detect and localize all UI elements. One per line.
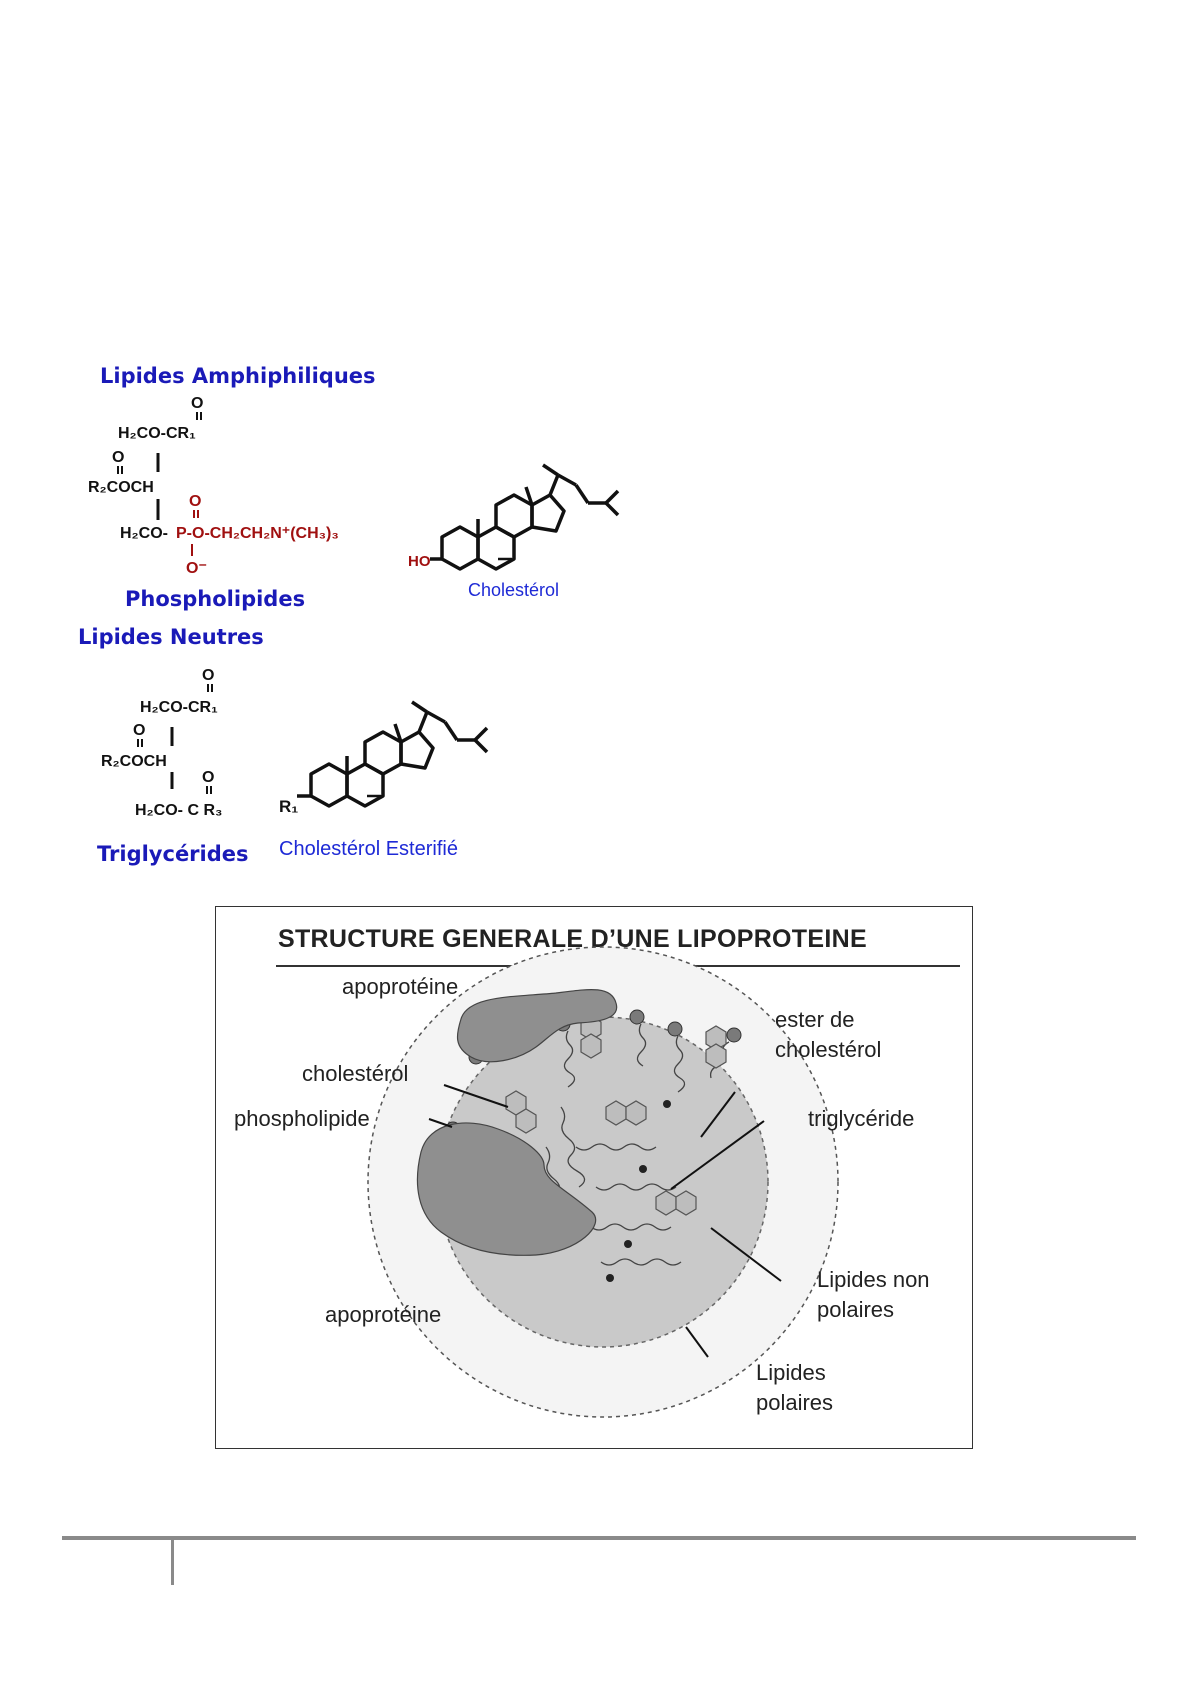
lipoprotein-diagram <box>367 946 839 1418</box>
formula-text: O <box>191 395 203 412</box>
formula-text: O <box>202 769 214 786</box>
formula-text: O <box>202 667 214 684</box>
label-cholesterol: cholestérol <box>302 1061 409 1086</box>
label-triglyceride: triglycéride <box>808 1106 915 1131</box>
formula-text: O⁻ <box>186 560 207 577</box>
label-lipides-non-polaires: Lipides non polaires <box>817 1267 930 1322</box>
formula-text: R₂COCH <box>88 479 154 496</box>
formula-text: H₂CO- C R₃ <box>135 802 222 819</box>
footer-page-tick <box>171 1538 174 1585</box>
figure-title: STRUCTURE GENERALE D’UNE LIPOPROTEINE <box>278 925 867 953</box>
caption-cholesterol-esterifie: Cholestérol Esterifié <box>279 838 458 860</box>
formula-text: H₂CO- <box>120 525 168 542</box>
formula-text: H₂CO-CR₁ <box>140 699 218 716</box>
formula-text: O <box>189 493 201 510</box>
heading-lipides-neutres: Lipides Neutres <box>78 625 264 649</box>
formula-text: HO <box>408 553 431 570</box>
triglyceride-formula: O H₂CO-CR₁ O R₂COCH O H₂CO- C R₃ <box>101 667 222 819</box>
heading-lipides-amphiphiliques: Lipides Amphiphiliques <box>100 364 376 388</box>
footer-divider <box>62 1536 1136 1540</box>
formula-text: O <box>112 449 124 466</box>
cholesterol-structure: HO <box>408 463 620 571</box>
formula-text: P-O-CH₂CH₂N⁺(CH₃)₃ <box>176 525 339 542</box>
formula-text: H₂CO-CR₁ <box>118 425 196 442</box>
formula-text: R₂COCH <box>101 753 167 770</box>
label-apoproteine-top: apoprotéine <box>342 974 459 999</box>
cholesterol-ester-structure: R₁ <box>279 700 489 816</box>
label-lipides-polaires: Lipides polaires <box>756 1360 834 1415</box>
formula-text: O <box>133 722 145 739</box>
caption-cholesterol: Cholestérol <box>468 580 560 600</box>
phospholipid-formula: O H₂CO-CR₁ O R₂COCH O H₂CO- P-O-CH₂CH₂N⁺… <box>88 395 339 577</box>
lipoprotein-figure: STRUCTURE GENERALE D’UNE LIPOPROTEINE <box>215 906 973 1449</box>
caption-phospholipides: Phospholipides <box>125 587 306 611</box>
label-ester-de-cholesterol: ester de cholestérol <box>775 1007 882 1062</box>
formula-text: R₁ <box>279 797 298 816</box>
label-phospholipide: phospholipide <box>234 1106 370 1131</box>
label-apoproteine-bottom: apoprotéine <box>325 1302 442 1327</box>
caption-triglycerides: Triglycérides <box>97 842 249 866</box>
